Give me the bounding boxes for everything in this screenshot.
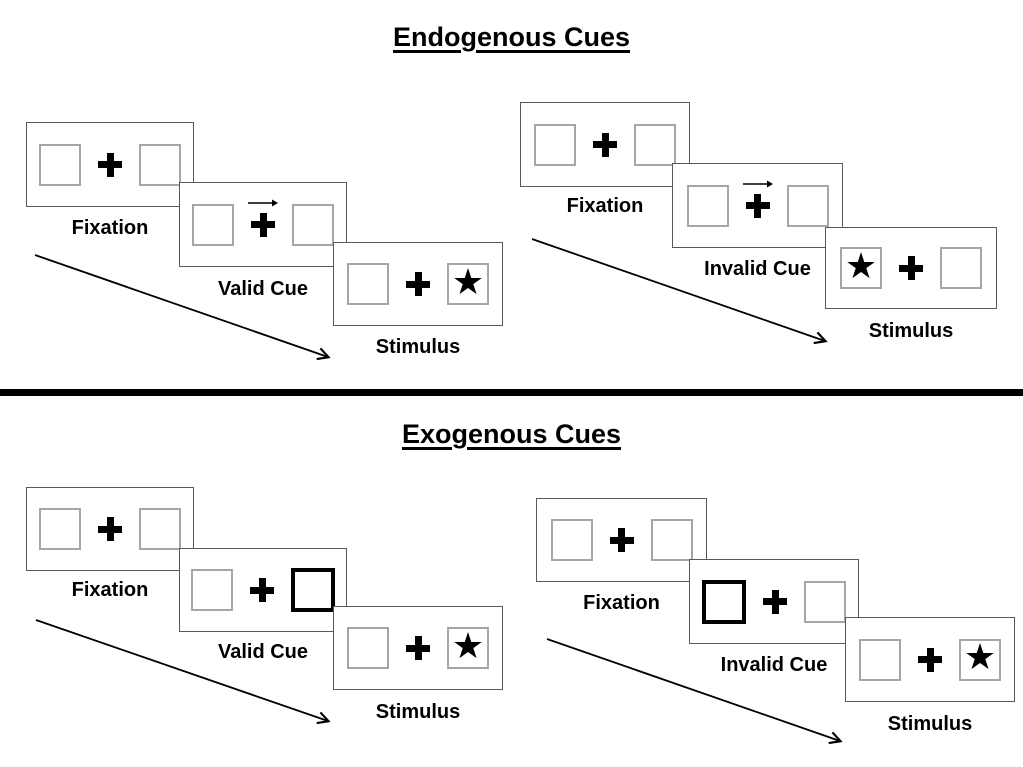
fixation-cross-icon [98, 517, 122, 541]
left-placeholder-box [534, 123, 576, 166]
panel-endo-valid-cue [179, 182, 347, 267]
cue-highlight-box [702, 579, 746, 624]
panel-label-stimulus: Stimulus [375, 336, 461, 358]
timeline-arrow [34, 254, 328, 357]
left-placeholder-box [347, 263, 389, 305]
panel-endo-valid-fixation [26, 122, 194, 207]
panel-endo-invalid-stimulus: ★ [825, 227, 997, 309]
left-placeholder-box [191, 569, 233, 611]
panel-exo-invalid-cue [689, 559, 859, 644]
star-icon: ★ [844, 245, 878, 287]
fixation-cross-icon [406, 272, 430, 296]
right-placeholder-box [139, 143, 181, 186]
timeline-arrow [531, 238, 825, 341]
stimulus-star-box: ★ [447, 263, 489, 305]
left-placeholder-box [347, 627, 389, 669]
cue-direction-arrow-icon [742, 180, 773, 187]
right-placeholder-box [139, 508, 181, 550]
fixation-cross-icon [899, 256, 923, 280]
section-title-endogenous: Endogenous Cues [0, 22, 1023, 53]
right-placeholder-box [786, 184, 829, 227]
panel-label-fixation: Fixation [566, 195, 644, 217]
panel-exo-valid-cue [179, 548, 347, 632]
panel-exo-invalid-fixation [536, 498, 707, 582]
panel-endo-valid-stimulus: ★ [333, 242, 503, 326]
left-placeholder-box [550, 519, 593, 561]
stimulus-star-box: ★ [840, 247, 882, 289]
fixation-cross-icon [609, 528, 634, 552]
panel-label-invalid-cue: Invalid Cue [720, 654, 828, 676]
left-placeholder-box [686, 184, 729, 227]
stimulus-star-box: ★ [447, 627, 489, 669]
panel-exo-valid-stimulus: ★ [333, 606, 503, 690]
panel-label-stimulus: Stimulus [868, 320, 954, 342]
panel-endo-invalid-fixation [520, 102, 690, 187]
fixation-cross-icon [98, 152, 122, 177]
cue-direction-arrow-icon [248, 199, 278, 206]
section-title-exogenous-text: Exogenous Cues [401, 419, 622, 449]
panel-label-fixation: Fixation [71, 579, 149, 601]
right-placeholder-box [292, 203, 334, 246]
section-title-exogenous: Exogenous Cues [0, 419, 1023, 450]
fixation-cross-icon [248, 199, 278, 237]
fixation-cross-icon [593, 132, 617, 157]
panel-label-valid-cue: Valid Cue [217, 278, 309, 300]
right-placeholder-box [804, 580, 846, 623]
panel-label-stimulus: Stimulus [887, 713, 973, 735]
cue-highlight-box [291, 568, 335, 612]
star-icon: ★ [963, 637, 997, 678]
panel-label-stimulus: Stimulus [375, 701, 461, 723]
left-placeholder-box [192, 203, 234, 246]
right-placeholder-box [940, 247, 982, 289]
left-placeholder-box [859, 638, 901, 681]
right-placeholder-box [634, 123, 676, 166]
fixation-cross-icon [763, 589, 787, 614]
panel-label-fixation: Fixation [71, 217, 149, 239]
star-icon: ★ [451, 625, 485, 667]
panel-exo-invalid-stimulus: ★ [845, 617, 1015, 702]
panel-label-valid-cue: Valid Cue [217, 641, 309, 663]
timeline-arrow [35, 619, 328, 721]
right-placeholder-box [650, 519, 693, 561]
panel-exo-valid-fixation [26, 487, 194, 571]
section-divider [0, 389, 1023, 396]
left-placeholder-box [39, 143, 81, 186]
panel-label-invalid-cue: Invalid Cue [704, 258, 811, 280]
panel-label-fixation: Fixation [583, 592, 660, 614]
left-placeholder-box [39, 508, 81, 550]
fixation-cross-icon [742, 180, 773, 218]
panel-endo-invalid-cue [672, 163, 843, 248]
timeline-arrow [546, 638, 840, 741]
star-icon: ★ [451, 261, 485, 303]
fixation-cross-icon [250, 578, 274, 602]
fixation-cross-icon [406, 636, 430, 660]
stimulus-star-box: ★ [959, 637, 1001, 681]
fixation-cross-icon [918, 647, 942, 672]
section-title-endogenous-text: Endogenous Cues [392, 22, 630, 52]
